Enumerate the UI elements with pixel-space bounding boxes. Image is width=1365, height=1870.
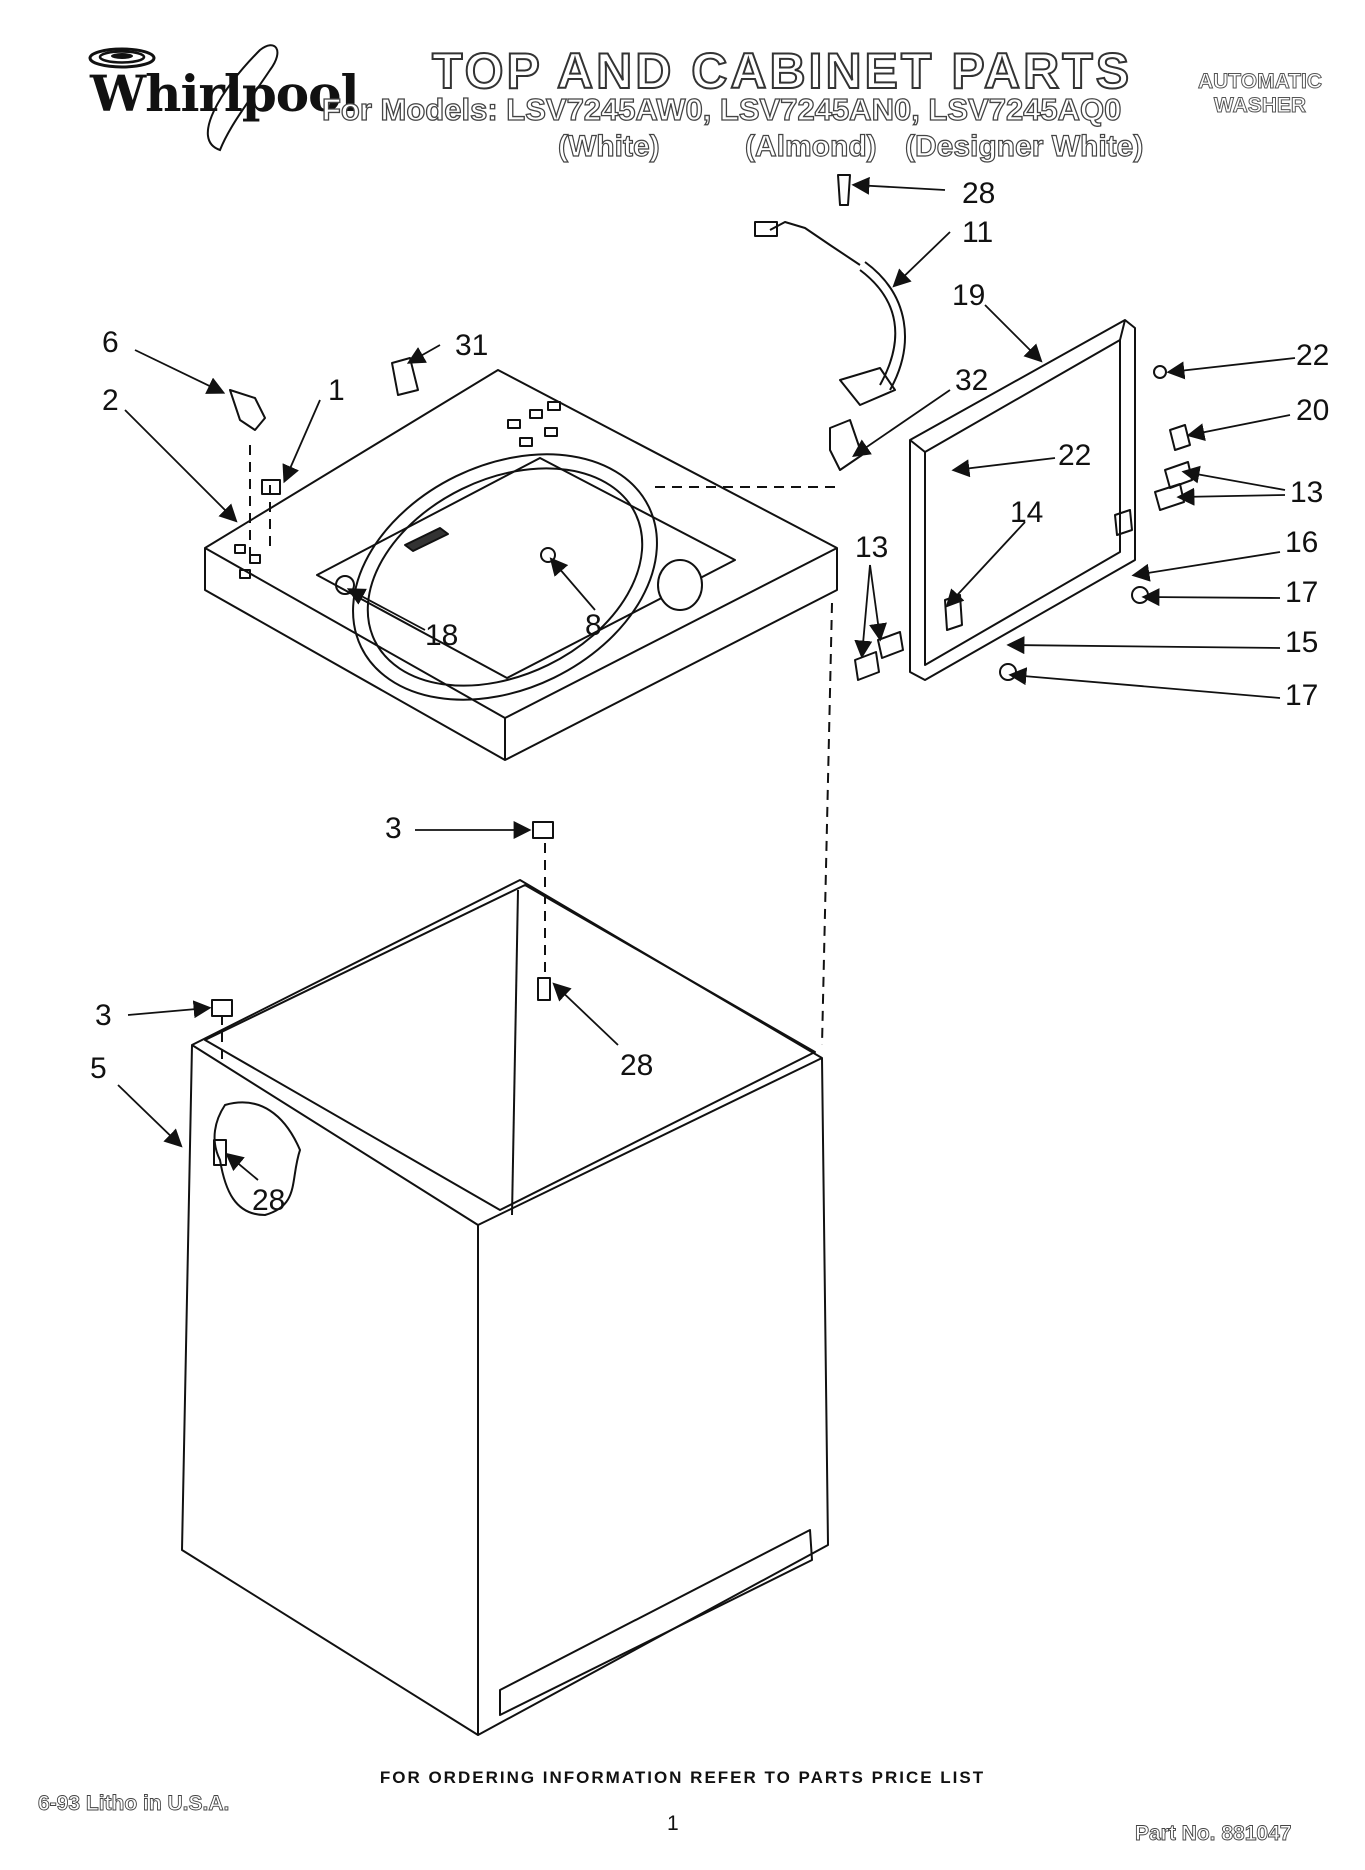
part-screw-13b xyxy=(1154,483,1185,511)
models-line: For Models: LSV7245AW0, LSV7245AN0, LSV7… xyxy=(321,91,1122,127)
callout-17-upper: 17 xyxy=(1285,576,1318,609)
part-bracket-14 xyxy=(1114,509,1133,536)
part-clip-20 xyxy=(1169,424,1191,451)
part-screw-13c xyxy=(877,631,904,659)
part-screw-28 xyxy=(837,174,851,206)
callout-18: 18 xyxy=(425,619,458,652)
callout-22-top: 22 xyxy=(1296,339,1329,372)
product-type-line1: AUTOMATIC xyxy=(1197,70,1323,94)
callout-13-left: 13 xyxy=(855,531,888,564)
page-number: 1 xyxy=(667,1812,679,1835)
control-panel-frame xyxy=(909,319,1136,681)
part-knob-17b xyxy=(999,663,1017,681)
callout-numbers: 28 11 19 6 31 1 2 32 22 20 22 13 13 14 1… xyxy=(90,177,1329,1217)
callout-28-top: 28 xyxy=(962,177,995,210)
callout-20: 20 xyxy=(1296,394,1329,427)
part-screw-8 xyxy=(540,547,556,563)
callout-28-mid: 28 xyxy=(620,1049,653,1082)
color-white: (White) xyxy=(557,129,660,163)
ordering-note: FOR ORDERING INFORMATION REFER TO PARTS … xyxy=(379,1768,986,1787)
callout-17-lower: 17 xyxy=(1285,679,1318,712)
part-number: Part No. 881047 xyxy=(1135,1822,1292,1846)
callout-3-upper: 3 xyxy=(385,812,402,845)
callout-19: 19 xyxy=(952,279,985,312)
part-clip-6 xyxy=(229,389,266,431)
callout-3-lower: 3 xyxy=(95,999,112,1032)
callout-31: 31 xyxy=(455,329,488,362)
product-type-line2: WASHER xyxy=(1213,94,1307,118)
litho-note: 6-93 Litho in U.S.A. xyxy=(38,1792,230,1816)
part-screw-13d xyxy=(854,651,880,681)
color-designer: (Designer White) xyxy=(904,129,1144,163)
alignment-lines xyxy=(221,445,838,1060)
part-pin-22 xyxy=(1153,365,1167,379)
logo-swirl-icon xyxy=(88,44,279,152)
part-bracket-1 xyxy=(261,479,281,495)
color-almond: (Almond) xyxy=(744,129,877,163)
brand-name: Whirlpool xyxy=(90,64,359,123)
part-bracket-31 xyxy=(391,357,419,396)
callout-8: 8 xyxy=(585,609,602,642)
callout-22-mid: 22 xyxy=(1058,439,1091,472)
wire-harness xyxy=(754,221,906,406)
callout-1: 1 xyxy=(328,374,345,407)
callout-5: 5 xyxy=(90,1052,107,1085)
callout-2: 2 xyxy=(102,384,119,417)
part-cap-32 xyxy=(829,419,863,471)
callout-6: 6 xyxy=(102,326,119,359)
part-clip-3 xyxy=(532,821,554,839)
brand-logo xyxy=(70,30,300,160)
part-knob-17 xyxy=(1131,586,1149,604)
callout-28-cabinet: 28 xyxy=(252,1184,285,1217)
leader-lines xyxy=(117,176,1296,1181)
callout-32: 32 xyxy=(955,364,988,397)
part-clip-3b xyxy=(211,999,233,1017)
page-title: TOP AND CABINET PARTS xyxy=(431,42,1133,100)
callout-15: 15 xyxy=(1285,626,1318,659)
callout-14: 14 xyxy=(1010,496,1043,529)
part-screw-28b xyxy=(537,977,551,1001)
washer-top-panel xyxy=(204,369,838,761)
callout-11: 11 xyxy=(962,216,993,249)
callout-16: 16 xyxy=(1285,526,1318,559)
callout-13-right: 13 xyxy=(1290,476,1323,509)
washer-cabinet xyxy=(181,879,829,1736)
